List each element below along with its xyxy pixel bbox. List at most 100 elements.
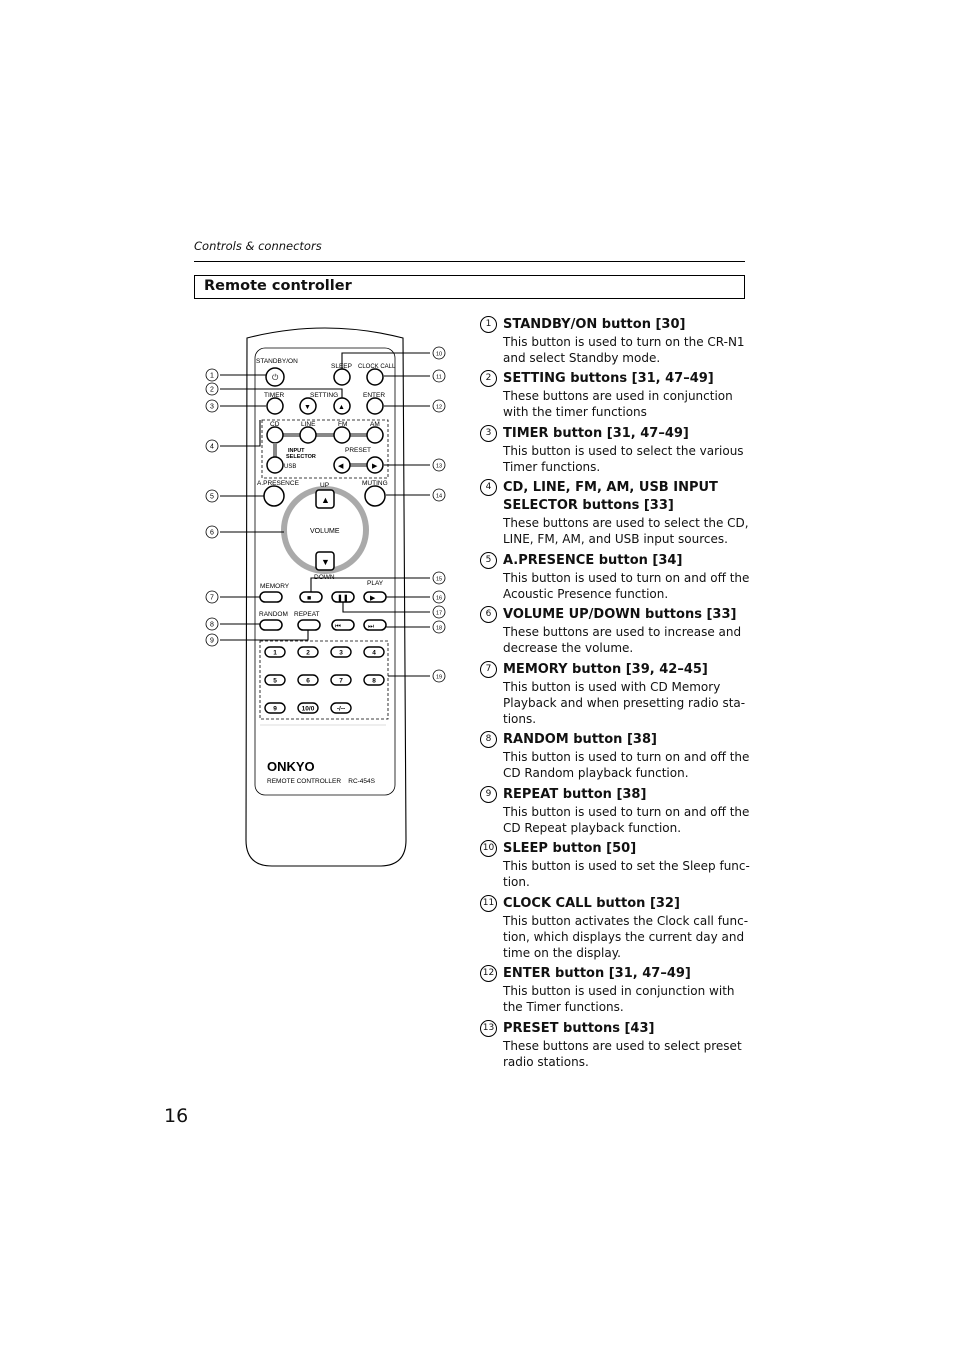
label-random: RANDOM: [259, 611, 288, 618]
repeat-button: [297, 619, 321, 631]
callout-lines: [220, 352, 430, 677]
memory-button: [259, 591, 283, 603]
label-volume: VOLUME: [310, 528, 340, 535]
item-number: 6: [480, 606, 497, 623]
label-usb: USB: [284, 464, 296, 470]
preset-down-button: [333, 456, 351, 474]
callout-circle: [205, 617, 219, 631]
item-title: CD, LINE, FM, AM, USB INPUT SELECTOR but…: [503, 480, 718, 513]
input-selector-box: [261, 419, 389, 479]
label-presence: A.PRESENCE: [257, 480, 300, 487]
item-number: 9: [480, 786, 497, 803]
label-repeat: REPEAT: [294, 611, 320, 618]
numpad-key-label: 2: [306, 650, 310, 657]
callout-circle: [432, 488, 446, 502]
item-number: 10: [480, 840, 497, 857]
item-body: This button is used with CD Memory Playb…: [503, 680, 746, 726]
numpad-key: [330, 702, 352, 714]
callout-circle: [432, 369, 446, 383]
item-body: This button is used to set the Sleep fun…: [503, 859, 750, 889]
setting-down-button: [299, 397, 317, 415]
enter-button: [366, 397, 384, 415]
callout-number: 8: [210, 622, 214, 629]
callout-number: 15: [436, 577, 442, 583]
callout-number: 9: [210, 638, 214, 645]
numpad-key: [264, 674, 286, 686]
numpad-key: [363, 674, 385, 686]
label-setting: SETTING: [310, 392, 338, 399]
model-label: REMOTE CONTROLLER RC-454S: [267, 778, 376, 785]
label-selector: SELECTOR: [286, 454, 316, 460]
up-arrow-icon: ▲: [338, 404, 345, 411]
stop-icon: ■: [307, 595, 311, 602]
callout-circle: [205, 382, 219, 396]
callout-number: 4: [210, 444, 214, 451]
callout-circle: [432, 346, 446, 360]
item-title: STANDBY/ON button [30]: [503, 317, 686, 332]
numpad-key-label: 3: [339, 650, 343, 657]
item-body: This button activates the Clock call fun…: [503, 914, 749, 960]
numpad-key: [330, 674, 352, 686]
power-icon: ⏻: [272, 373, 279, 382]
callout-number: 3: [210, 404, 214, 411]
numpad-key: [330, 646, 352, 658]
item-body: This button is used to turn on and off t…: [503, 805, 750, 835]
item-number: 3: [480, 425, 497, 442]
item-body: This button is used to select the variou…: [503, 444, 744, 474]
callout-circle: [205, 525, 219, 539]
volume-down-icon: ▼: [321, 557, 330, 567]
callout-number: 7: [210, 595, 214, 602]
remote-face-panel: [254, 347, 396, 796]
preset-up-button: [366, 456, 384, 474]
standby-button: [265, 367, 285, 387]
callout-number: 2: [210, 387, 214, 394]
next-icon: ⏭: [368, 623, 374, 630]
numpad-key: [264, 646, 286, 658]
item-title: PRESET buttons [43]: [503, 1021, 655, 1036]
previous-icon: ⏮: [335, 623, 341, 630]
item-title: TIMER button [31, 47–49]: [503, 426, 689, 441]
brand-logo: ONKYO: [267, 759, 315, 774]
item-body: This button is used to turn on and off t…: [503, 571, 750, 601]
label-am: AM: [370, 421, 380, 428]
item-number: 1: [480, 316, 497, 333]
previous-button: [331, 619, 355, 631]
usb-button: [266, 456, 284, 474]
item-title: ENTER button [31, 47–49]: [503, 966, 691, 981]
header-rule: [194, 261, 745, 262]
numpad-key: [363, 646, 385, 658]
callout-circle: [205, 633, 219, 647]
callout-number: 1: [210, 373, 214, 380]
callout-circle: [432, 590, 446, 604]
item-body: This button is used in conjunction with …: [503, 984, 735, 1014]
callout-circle: [205, 368, 219, 382]
item-title: A.PRESENCE button [34]: [503, 553, 683, 568]
section-heading-text: Remote controller: [204, 278, 352, 294]
callout-number: 18: [436, 626, 442, 632]
label-standby: STANDBY/ON: [256, 358, 298, 365]
label-input: INPUT: [288, 448, 305, 454]
item-number: 5: [480, 552, 497, 569]
remote-body: [245, 327, 407, 867]
item-title: CLOCK CALL button [32]: [503, 896, 680, 911]
item-body: These buttons are used to select the CD,…: [503, 516, 749, 546]
numpad-key-label: 4: [372, 650, 376, 657]
pause-icon: ❚❚: [337, 594, 349, 602]
label-cd: CD: [270, 421, 280, 428]
callout-circle: [432, 399, 446, 413]
item-title: RANDOM button [38]: [503, 732, 657, 747]
remote-controller-illustration: STANDBY/ON ⏻ SLEEP CLOCK CALL TIMER SETT…: [205, 327, 446, 867]
callout-number: 10: [436, 352, 442, 358]
timer-button: [266, 397, 284, 415]
volume-up-icon: ▲: [321, 495, 330, 505]
numpad-key-label: 9: [273, 706, 277, 713]
label-up: UP: [320, 482, 329, 489]
